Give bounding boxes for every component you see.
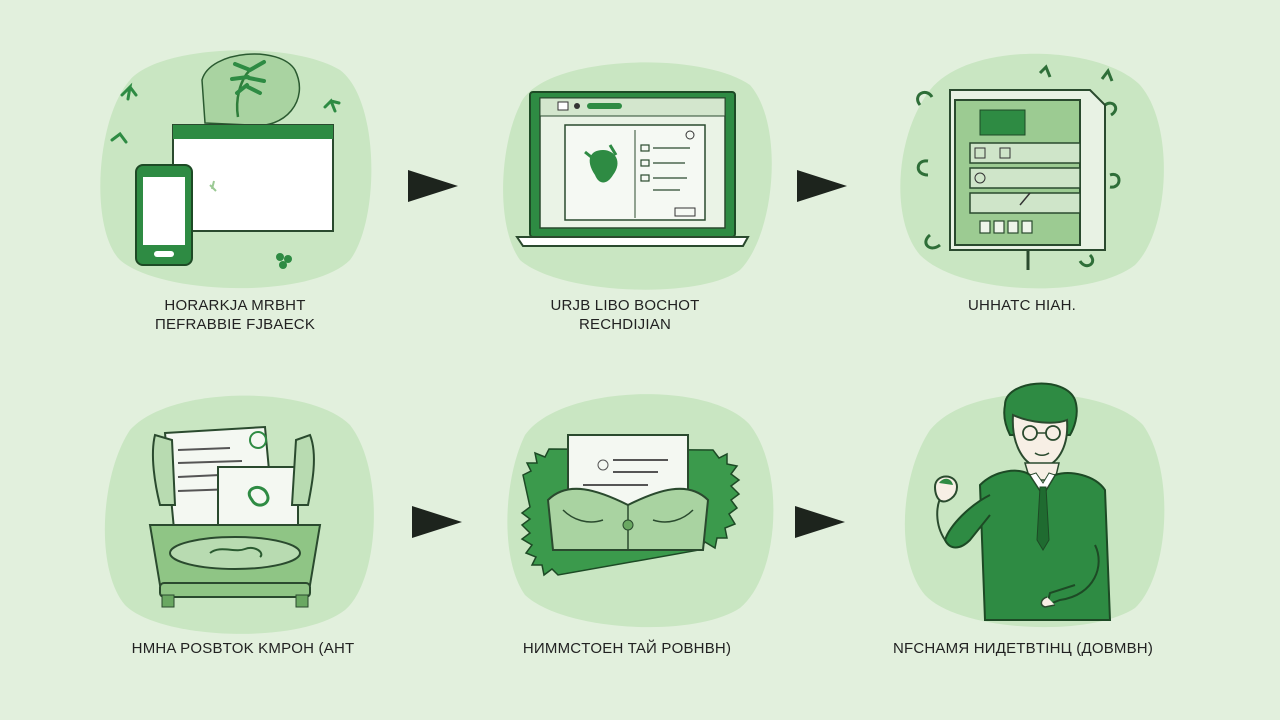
step-2-caption: URJB LIBO BOCHOT RECHDIJIAN	[550, 297, 700, 333]
documents-tray-icon	[148, 425, 322, 608]
businessman-icon	[933, 382, 1112, 621]
window-form-icon	[916, 64, 1121, 270]
devices-icon	[110, 53, 341, 269]
laptop-icon	[515, 91, 750, 247]
flow-arrow-3	[412, 506, 462, 538]
flow-arrow-2	[797, 170, 847, 202]
flow-arrow-4	[795, 506, 845, 538]
step-6-caption: NFCHAMЯ HИДETBTIHЦ (ДOBMBH)	[892, 640, 1154, 657]
step-1-caption: HORARKJA MRBHT ПEFRABBIE FJBAECK	[154, 297, 316, 333]
step-4-caption: HMHA POSBTOK KMPOH (AHT	[131, 640, 355, 657]
step-3-caption: UHHATC HIAH.	[968, 297, 1076, 314]
envelope-hands-icon	[520, 434, 741, 577]
flow-arrow-1	[408, 170, 458, 202]
step-5-caption: HИMMCTOEH TAЙ POBHBH)	[522, 640, 732, 657]
